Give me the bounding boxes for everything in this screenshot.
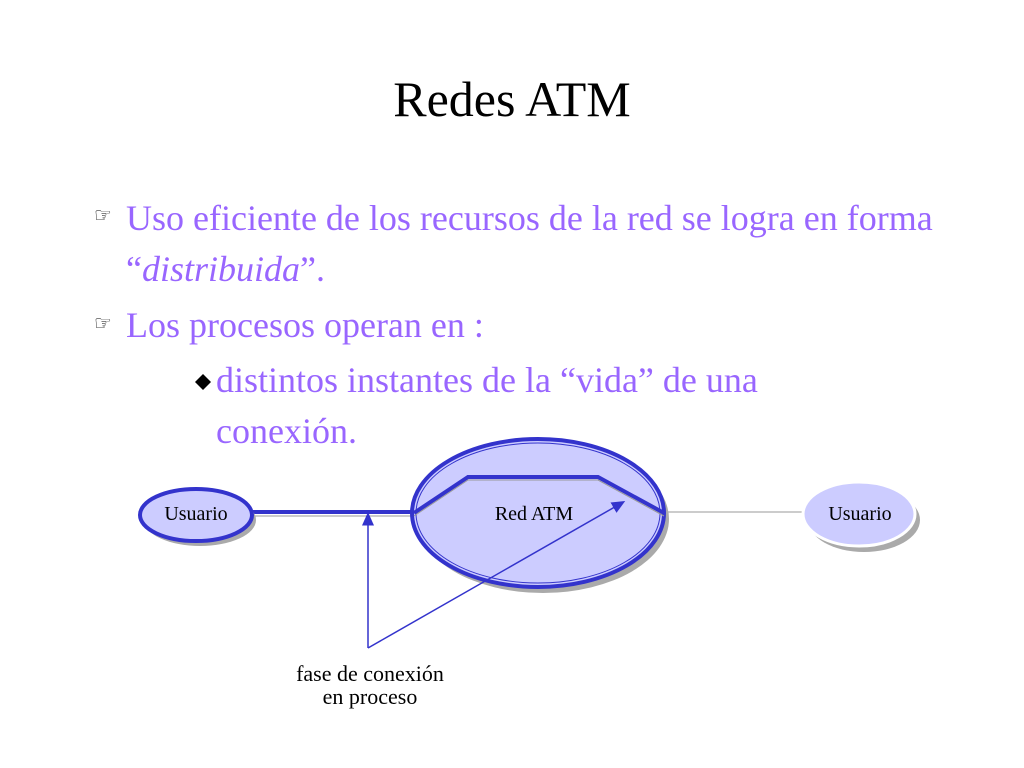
bullet-processes: Los procesos operan en : bbox=[126, 305, 484, 345]
left-link-line bbox=[246, 510, 418, 517]
pointing-hand-icon: ☞ bbox=[94, 311, 112, 335]
sub-bullet-instants: distintos instantes de la “vida” de una … bbox=[216, 360, 758, 451]
atm-network-node bbox=[410, 437, 669, 593]
network-label: Red ATM bbox=[494, 503, 574, 525]
callout-arrows bbox=[362, 501, 626, 649]
caption-line-2: en proceso bbox=[322, 684, 418, 709]
diamond-icon bbox=[195, 374, 211, 390]
right-user-label: Usuario bbox=[828, 503, 892, 525]
bullet-efficient-use: Uso eficiente de los recursos de la red … bbox=[126, 193, 956, 295]
left-user-label: Usuario bbox=[164, 503, 228, 525]
bullet-text: Uso eficiente de los recursos de la red … bbox=[126, 198, 933, 289]
right-user-node bbox=[801, 480, 920, 552]
pointing-hand-icon: ☞ bbox=[94, 203, 112, 227]
caption-connection-phase: fase de conexión en proceso bbox=[240, 662, 500, 708]
slide-title: Redes ATM bbox=[393, 71, 631, 127]
left-user-node bbox=[138, 487, 256, 546]
bullet-emphasis: distribuida bbox=[141, 249, 301, 289]
caption-line-1: fase de conexión bbox=[296, 661, 444, 686]
bullet-text-end: ”. bbox=[300, 249, 325, 289]
